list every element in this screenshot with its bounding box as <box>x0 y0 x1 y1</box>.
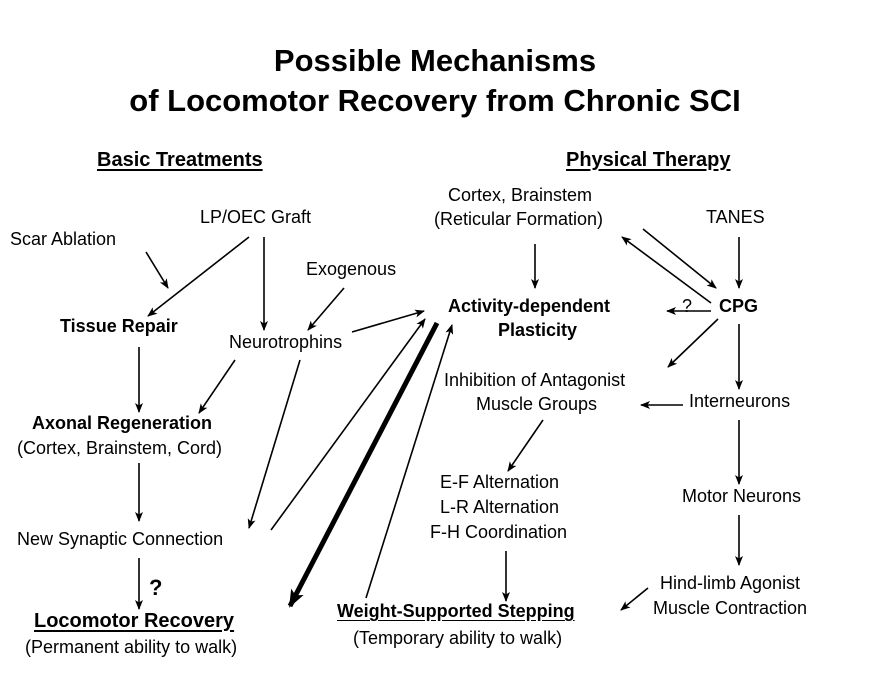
heading-physical-therapy: Physical Therapy <box>566 149 731 171</box>
node-activity-dependent-line2: Plasticity <box>498 320 578 340</box>
node-new-synaptic-connection: New Synaptic Connection <box>17 529 224 549</box>
node-locomotor-recovery-sub: (Permanent ability to walk) <box>25 637 238 657</box>
arrow-synaptic-to-plasticity <box>270 318 426 531</box>
node-cortex-brainstem-line1: Cortex, Brainstem <box>448 185 593 205</box>
arrow-graft-to-tissue <box>147 236 250 317</box>
node-axonal-regeneration: Axonal Regeneration <box>32 413 213 433</box>
node-hindlimb-line2: Muscle Contraction <box>653 598 808 618</box>
node-weight-supported-stepping: Weight-Supported Stepping <box>337 601 575 621</box>
arrow-neurotrophins-to-plasticity <box>351 309 425 333</box>
arrow-hindlimb-to-stepping <box>620 587 649 611</box>
arrow-plasticity-to-locomotor-thick <box>287 321 440 608</box>
node-inhibition-line1: Inhibition of Antagonist <box>444 370 626 390</box>
edge-label-question: ? <box>149 575 163 600</box>
edge-label-cpg-question: ? <box>682 296 693 316</box>
node-cpg: CPG <box>719 296 759 316</box>
node-ef-alternation: E-F Alternation <box>440 472 560 492</box>
heading-basic-treatments: Basic Treatments <box>97 149 263 171</box>
node-locomotor-recovery: Locomotor Recovery <box>34 610 235 632</box>
node-activity-dependent-line1: Activity-dependent <box>448 296 611 316</box>
node-lp-oec-graft: LP/OEC Graft <box>200 207 312 227</box>
node-lr-alternation: L-R Alternation <box>440 497 560 517</box>
diagram-title-line1: Possible Mechanisms <box>273 43 597 78</box>
node-weight-supported-stepping-sub: (Temporary ability to walk) <box>353 628 563 648</box>
node-tanes: TANES <box>706 207 765 227</box>
arrow-cpg-to-cortex <box>621 236 712 304</box>
arrow-neurotrophins-to-axonal <box>198 359 236 414</box>
node-axonal-regeneration-sub: (Cortex, Brainstem, Cord) <box>17 438 223 458</box>
arrow-cortex-to-cpg <box>642 228 717 289</box>
node-neurotrophins: Neurotrophins <box>229 332 343 352</box>
node-inhibition-line2: Muscle Groups <box>476 394 598 414</box>
node-cortex-brainstem-line2: (Reticular Formation) <box>434 209 604 229</box>
node-hindlimb-line1: Hind-limb Agonist <box>660 573 801 593</box>
arrow-neurotrophins-to-synaptic <box>247 359 301 529</box>
arrow-cpg-to-inhibition <box>667 318 719 368</box>
node-exogenous: Exogenous <box>306 259 397 279</box>
arrow-inhibition-to-ef <box>507 419 544 472</box>
arrow-scar-to-tissue <box>145 251 169 289</box>
node-interneurons: Interneurons <box>689 391 791 411</box>
arrow-stepping-to-plasticity <box>365 324 454 599</box>
arrow-exogenous-to-neurotrophins <box>307 287 345 331</box>
node-tissue-repair: Tissue Repair <box>60 316 178 336</box>
diagram-title-line2: of Locomotor Recovery from Chronic SCI <box>129 83 741 118</box>
node-motor-neurons: Motor Neurons <box>682 486 802 506</box>
node-scar-ablation: Scar Ablation <box>10 229 117 249</box>
node-fh-coordination: F-H Coordination <box>430 522 568 542</box>
